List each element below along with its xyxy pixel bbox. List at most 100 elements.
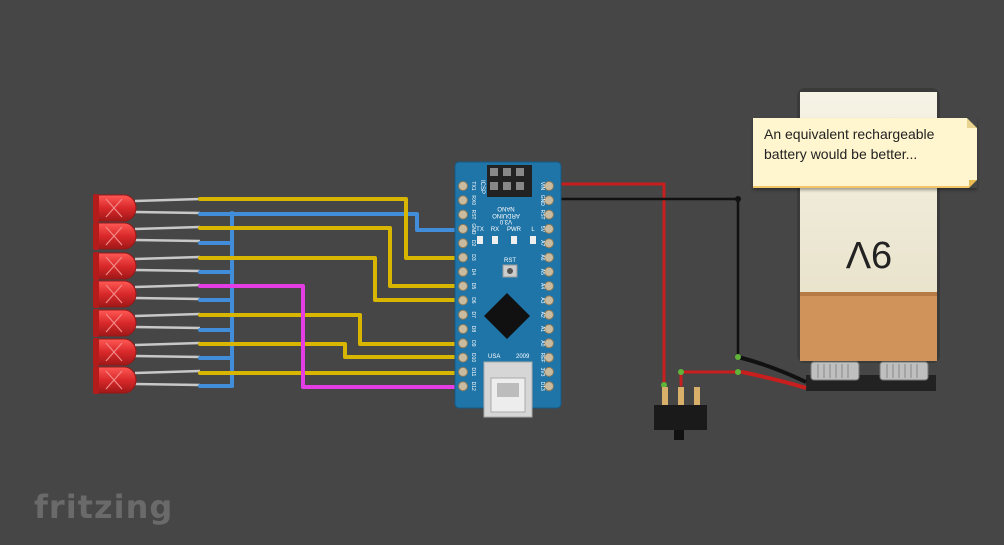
pin-left-d4[interactable] [458, 266, 468, 277]
wire-battery-negative[interactable] [737, 355, 807, 384]
pin-left-d5[interactable] [458, 281, 468, 292]
led-die [105, 198, 123, 218]
wire-endpoint[interactable] [735, 354, 741, 360]
wire-gnd-to-arduino[interactable] [198, 212, 457, 232]
led-body [95, 222, 137, 250]
pin-right-a4[interactable] [544, 281, 554, 292]
led-die [105, 313, 123, 333]
led-2[interactable] [93, 222, 201, 250]
led-body [95, 338, 137, 366]
pin-label-right: REF [539, 353, 545, 363]
pin-left-d2[interactable] [458, 238, 468, 249]
wire-led5-d9[interactable] [198, 313, 460, 346]
led-7[interactable] [93, 366, 201, 394]
wire-bend-point[interactable] [735, 196, 741, 202]
pin-label-left: D11 [470, 367, 476, 376]
pin-right-a1[interactable] [544, 324, 554, 334]
led-leg [134, 325, 201, 330]
pin-label-right: A0 [539, 340, 545, 346]
wire-switch-to-battery[interactable] [679, 370, 744, 387]
led-leg [134, 238, 201, 243]
led-rim [93, 280, 99, 308]
led-body [95, 194, 137, 222]
board-led-label: L [531, 227, 535, 233]
wire-endpoint[interactable] [678, 369, 684, 375]
wire-battery-positive[interactable] [741, 370, 807, 390]
pin-label-right: 5V [539, 226, 545, 233]
atmega-chip [484, 293, 530, 339]
led-body [95, 309, 137, 337]
pin-label-left: D9 [470, 340, 476, 347]
battery-copper-band [800, 295, 937, 361]
led-6[interactable] [93, 338, 201, 366]
slide-switch[interactable] [654, 387, 707, 440]
pin-right-ref[interactable] [544, 352, 554, 363]
led-1[interactable] [93, 194, 201, 222]
wire-led2-d5[interactable] [198, 226, 460, 288]
led-leg [134, 296, 201, 301]
pin-left-d7[interactable] [458, 309, 468, 320]
pin-left-rx0[interactable] [458, 195, 468, 206]
pin-right-a6[interactable] [544, 252, 554, 263]
pin-left-rst[interactable] [458, 209, 468, 220]
pin-label-right: A4 [539, 283, 545, 289]
led-4[interactable] [93, 280, 201, 308]
pin-left-d10[interactable] [458, 352, 468, 363]
icsp-label: ICSP [479, 180, 485, 194]
pin-left-d8[interactable] [458, 324, 468, 334]
battery-terminal-negative[interactable] [810, 361, 860, 381]
pin-right-vin[interactable] [544, 181, 554, 191]
board-led-label: RX [491, 227, 499, 233]
led-rim [93, 222, 99, 250]
led-rim [93, 252, 99, 280]
pin-left-tx1[interactable] [458, 181, 468, 191]
pin-label-right: RST [539, 210, 545, 220]
pin-right-a0[interactable] [544, 338, 554, 349]
pin-right-d13[interactable] [544, 381, 554, 392]
pin-right-a3[interactable] [544, 295, 554, 306]
pin-label-right: VIN [539, 182, 545, 191]
note-annotation[interactable]: An equivalent rechargeable battery would… [753, 118, 977, 188]
pin-left-d9[interactable] [458, 338, 468, 349]
wire-endpoint[interactable] [661, 382, 667, 388]
led-3[interactable] [93, 252, 201, 280]
switch-lever[interactable] [674, 430, 684, 440]
pin-right-5v[interactable] [544, 223, 554, 234]
pin-right-a5[interactable] [544, 266, 554, 277]
led-rim [93, 194, 99, 222]
wire-led6-d10[interactable] [198, 342, 460, 359]
led-5[interactable] [93, 309, 201, 337]
pin-left-d11[interactable] [458, 366, 468, 377]
wire-gnd-to-battery[interactable] [547, 197, 740, 359]
led-die [105, 284, 123, 304]
pin-left-d3[interactable] [458, 252, 468, 263]
pin-right-a2[interactable] [544, 309, 554, 320]
pin-right-3v3[interactable] [544, 366, 554, 377]
pin-right-gnd[interactable] [544, 195, 554, 206]
wire-endpoint[interactable] [735, 369, 741, 375]
pin-left-d6[interactable] [458, 295, 468, 306]
wire-vin-to-switch[interactable] [547, 182, 666, 387]
led-die [105, 226, 123, 246]
board-led-l [530, 236, 536, 244]
board-led-pwr [511, 236, 517, 244]
pin-label-right: 3V3 [539, 367, 545, 376]
wire-led1-d3[interactable] [198, 197, 460, 260]
pin-left-d12[interactable] [458, 381, 468, 392]
pin-right-rst[interactable] [544, 209, 554, 220]
wire-led3-d6[interactable] [198, 256, 460, 302]
pin-label-right: A1 [539, 326, 545, 332]
board-led-rx [492, 236, 498, 244]
led-leg [134, 369, 201, 375]
wire-led4-d12[interactable] [198, 284, 460, 389]
battery-terminal-positive[interactable] [879, 361, 929, 381]
pin-left-gnd[interactable] [458, 223, 468, 234]
pin-label-right: A3 [539, 297, 545, 303]
wire-junction [229, 211, 235, 217]
battery-voltage-label: 9V [845, 233, 892, 275]
led-leg [134, 210, 201, 215]
wire-layer [198, 181, 807, 390]
pin-right-a7[interactable] [544, 238, 554, 249]
